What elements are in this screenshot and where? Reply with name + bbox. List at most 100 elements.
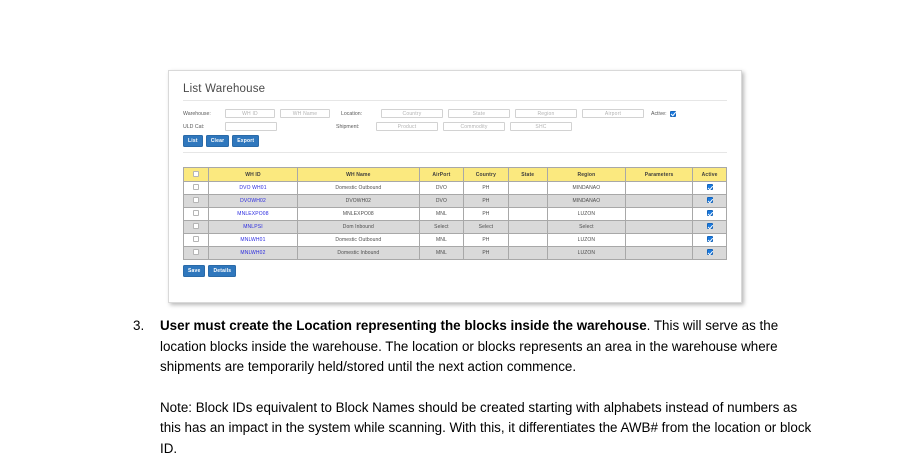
row-active-checkbox[interactable] — [706, 197, 713, 203]
cell-wh-name-text: Domestic Outbound — [335, 185, 382, 191]
cell-wh-id[interactable]: DVOWH02 — [207, 194, 299, 208]
cell-active — [692, 181, 727, 195]
cell-airport: MNL — [418, 233, 465, 247]
cell-parameters — [624, 246, 694, 260]
header-airport[interactable]: AirPort — [418, 167, 465, 182]
cell-country-text: PH — [482, 211, 490, 217]
cell-wh-id-text: MNLWH01 — [240, 237, 266, 243]
cell-wh-name: Domestic Outbound — [297, 181, 420, 195]
cell-country: PH — [463, 233, 509, 247]
row-select-checkbox[interactable] — [192, 249, 199, 255]
cell-state — [507, 233, 548, 247]
header-region[interactable]: Region — [546, 167, 626, 182]
cell-region: Select — [546, 220, 626, 234]
country-input[interactable]: Country — [381, 109, 443, 118]
shc-input[interactable]: SHC — [510, 122, 572, 131]
row-active-checkbox[interactable] — [706, 223, 713, 229]
cell-parameters — [624, 207, 694, 221]
cell-wh-id[interactable]: MNLPSI — [207, 220, 299, 234]
country-input-placeholder: Country — [402, 110, 422, 117]
cell-country-text: PH — [482, 250, 490, 256]
header-country[interactable]: Country — [463, 167, 509, 182]
shc-input-placeholder: SHC — [535, 123, 547, 130]
commodity-input[interactable]: Commodity — [443, 122, 505, 131]
row-active-checkbox[interactable] — [706, 236, 713, 242]
cell-parameters — [624, 220, 694, 234]
region-input-placeholder: Region — [537, 110, 555, 117]
cell-state — [507, 181, 548, 195]
header-wh-name[interactable]: WH Name — [297, 167, 420, 182]
row-select-checkbox[interactable] — [192, 223, 199, 229]
product-input-placeholder: Product — [397, 123, 417, 130]
list-item-text: User must create the Location representi… — [160, 316, 815, 378]
cell-country: PH — [463, 194, 509, 208]
cell-country: Select — [463, 220, 509, 234]
active-filter-checkbox[interactable] — [669, 110, 676, 117]
select-all-checkbox[interactable] — [192, 170, 199, 177]
cell-state — [507, 220, 548, 234]
cell-wh-name-text: DVOWH02 — [345, 198, 372, 204]
cell-country-text: PH — [482, 237, 490, 243]
save-button[interactable]: Save — [183, 265, 206, 277]
cell-region-text: Select — [579, 224, 594, 230]
cell-region-text: LUZON — [577, 211, 596, 217]
cell-active — [692, 194, 727, 208]
clear-button[interactable]: Clear — [205, 135, 230, 147]
cell-state — [507, 194, 548, 208]
row-select-checkbox[interactable] — [192, 184, 199, 190]
row-select-checkbox[interactable] — [192, 210, 199, 216]
header-state[interactable]: State — [507, 167, 548, 182]
wh-name-input[interactable]: WH Name — [280, 109, 330, 118]
list-item-number: 3. — [133, 318, 145, 333]
row-active-checkbox[interactable] — [706, 249, 713, 255]
location-label: Location: — [341, 110, 363, 117]
commodity-input-placeholder: Commodity — [460, 123, 488, 130]
row-select-checkbox[interactable] — [192, 197, 199, 203]
cell-active — [692, 220, 727, 234]
cell-country: PH — [463, 181, 509, 195]
uld-cat-label: ULD Cat: — [183, 123, 205, 130]
cell-wh-id[interactable]: MNLWH02 — [207, 246, 299, 260]
cell-wh-name: Dom Inbound — [297, 220, 420, 234]
cell-wh-id-text: DVOWH02 — [240, 198, 266, 204]
list-item-lead-bold: User must create the Location representi… — [160, 318, 647, 333]
wh-id-input[interactable]: WH ID — [225, 109, 275, 118]
details-button[interactable]: Details — [208, 265, 237, 277]
header-wh-id[interactable]: WH ID — [207, 167, 299, 182]
cell-country: PH — [463, 207, 509, 221]
header-active[interactable]: Active — [692, 167, 727, 182]
uld-cat-input[interactable] — [225, 122, 277, 131]
list-button[interactable]: List — [183, 135, 203, 147]
airport-input[interactable]: Airport — [582, 109, 644, 118]
header-parameters[interactable]: Parameters — [624, 167, 694, 182]
filter-row-1: Warehouse: WH ID WH Name Location: Count… — [183, 108, 727, 119]
cell-wh-id[interactable]: DVO WH01 — [207, 181, 299, 195]
row-select-checkbox[interactable] — [192, 236, 199, 242]
cell-country: PH — [463, 246, 509, 260]
cell-parameters — [624, 233, 694, 247]
row-active-checkbox[interactable] — [706, 184, 713, 190]
region-input[interactable]: Region — [515, 109, 577, 118]
warehouse-table-container: WH ID WH Name AirPort Country State Regi… — [169, 167, 741, 260]
cell-wh-id[interactable]: MNLEXPO08 — [207, 207, 299, 221]
cell-active — [692, 233, 727, 247]
cell-state — [507, 207, 548, 221]
select-all-header — [183, 167, 209, 182]
state-input[interactable]: State — [448, 109, 510, 118]
product-input[interactable]: Product — [376, 122, 438, 131]
cell-wh-id[interactable]: MNLWH01 — [207, 233, 299, 247]
list-item-rest: . This will serve as the location blocks… — [160, 318, 779, 375]
cell-wh-id-text: MNLPSI — [243, 224, 263, 230]
cell-state — [507, 246, 548, 260]
cell-wh-name: DVOWH02 — [297, 194, 420, 208]
row-active-checkbox[interactable] — [706, 210, 713, 216]
export-button[interactable]: Export — [232, 135, 260, 147]
filter-row-2: ULD Cat: Shipment: Product Commodity SHC — [183, 121, 727, 132]
cell-wh-id-text: MNLWH02 — [240, 250, 266, 256]
